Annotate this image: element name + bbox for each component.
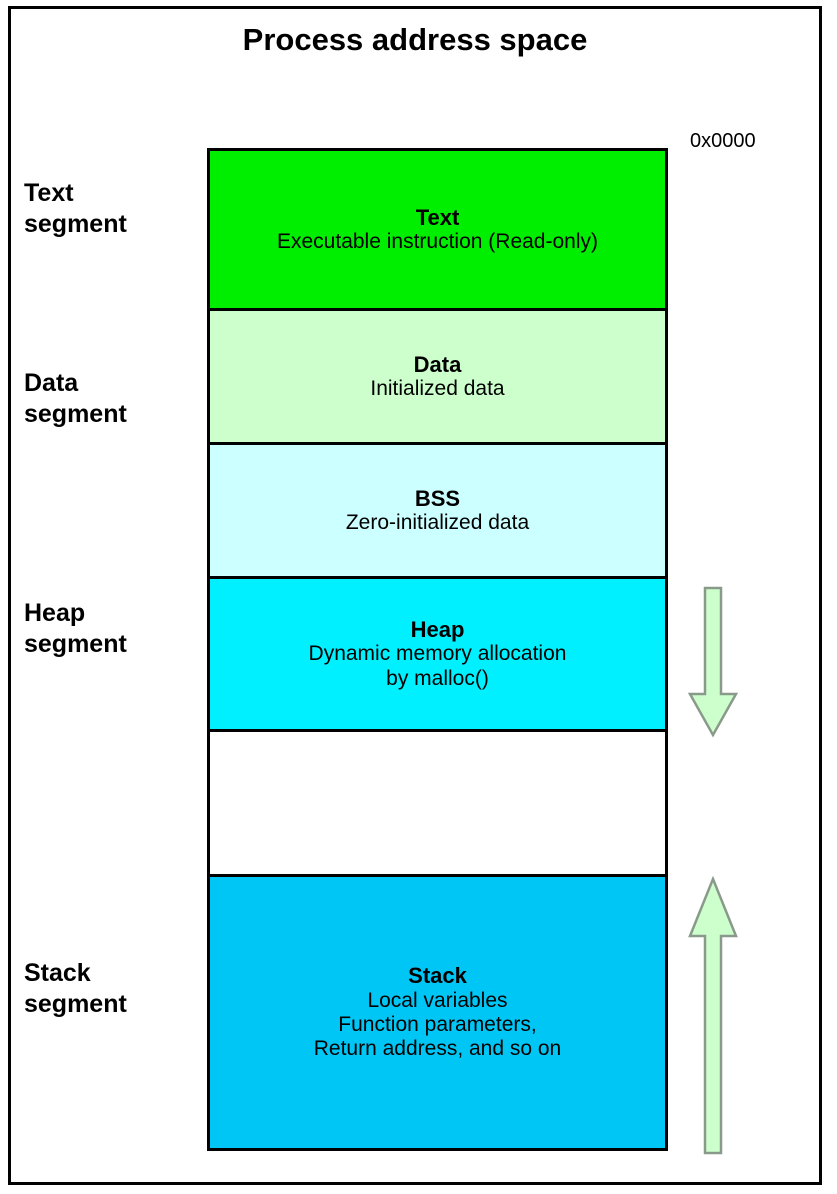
memory-block-unused-gap — [207, 729, 668, 877]
memory-block-stack-desc-2: Function parameters, — [338, 1013, 537, 1037]
memory-block-data-title: Data — [413, 351, 462, 377]
memory-block-stack: Stack Local variables Function parameter… — [207, 874, 668, 1151]
segment-label-heap: Heap segment — [24, 598, 199, 659]
segment-label-text-line1: Text — [24, 179, 74, 207]
memory-block-bss-title: BSS — [414, 485, 461, 511]
memory-block-text-desc-1: Executable instruction (Read-only) — [277, 230, 598, 254]
memory-map-column: Text Executable instruction (Read-only) … — [207, 148, 668, 1151]
segment-label-text-line2: segment — [24, 209, 127, 238]
memory-block-heap-title: Heap — [410, 616, 465, 642]
memory-block-data-desc-1: Initialized data — [370, 377, 505, 401]
segment-label-data: Data segment — [24, 368, 199, 429]
stack-growth-arrow — [686, 875, 740, 1161]
top-address-label: 0x0000 — [690, 130, 756, 152]
heap-growth-arrow — [686, 586, 740, 743]
segment-label-stack: Stack segment — [24, 958, 199, 1019]
memory-block-stack-desc-1: Local variables — [367, 988, 508, 1012]
memory-block-heap-desc-2: by malloc() — [386, 666, 489, 690]
memory-block-text: Text Executable instruction (Read-only) — [207, 148, 668, 311]
segment-label-heap-line2: segment — [24, 629, 127, 658]
segment-label-text: Text segment — [24, 178, 199, 239]
segment-label-data-line2: segment — [24, 399, 127, 428]
memory-block-bss-desc-1: Zero-initialized data — [345, 511, 530, 535]
segment-label-stack-line2: segment — [24, 989, 127, 1018]
segment-label-data-line1: Data — [24, 369, 79, 397]
page-title: Process address space — [242, 22, 588, 57]
memory-block-stack-title: Stack — [408, 963, 467, 989]
memory-block-heap-desc-1: Dynamic memory allocation — [308, 642, 567, 666]
memory-block-heap: Heap Dynamic memory allocation by malloc… — [207, 576, 668, 732]
memory-block-text-title: Text — [415, 204, 460, 230]
memory-block-data: Data Initialized data — [207, 308, 668, 445]
segment-label-heap-line1: Heap — [24, 599, 86, 627]
segment-label-stack-line1: Stack — [24, 959, 91, 987]
memory-block-bss: BSS Zero-initialized data — [207, 442, 668, 579]
memory-block-stack-desc-3: Return address, and so on — [313, 1037, 562, 1061]
